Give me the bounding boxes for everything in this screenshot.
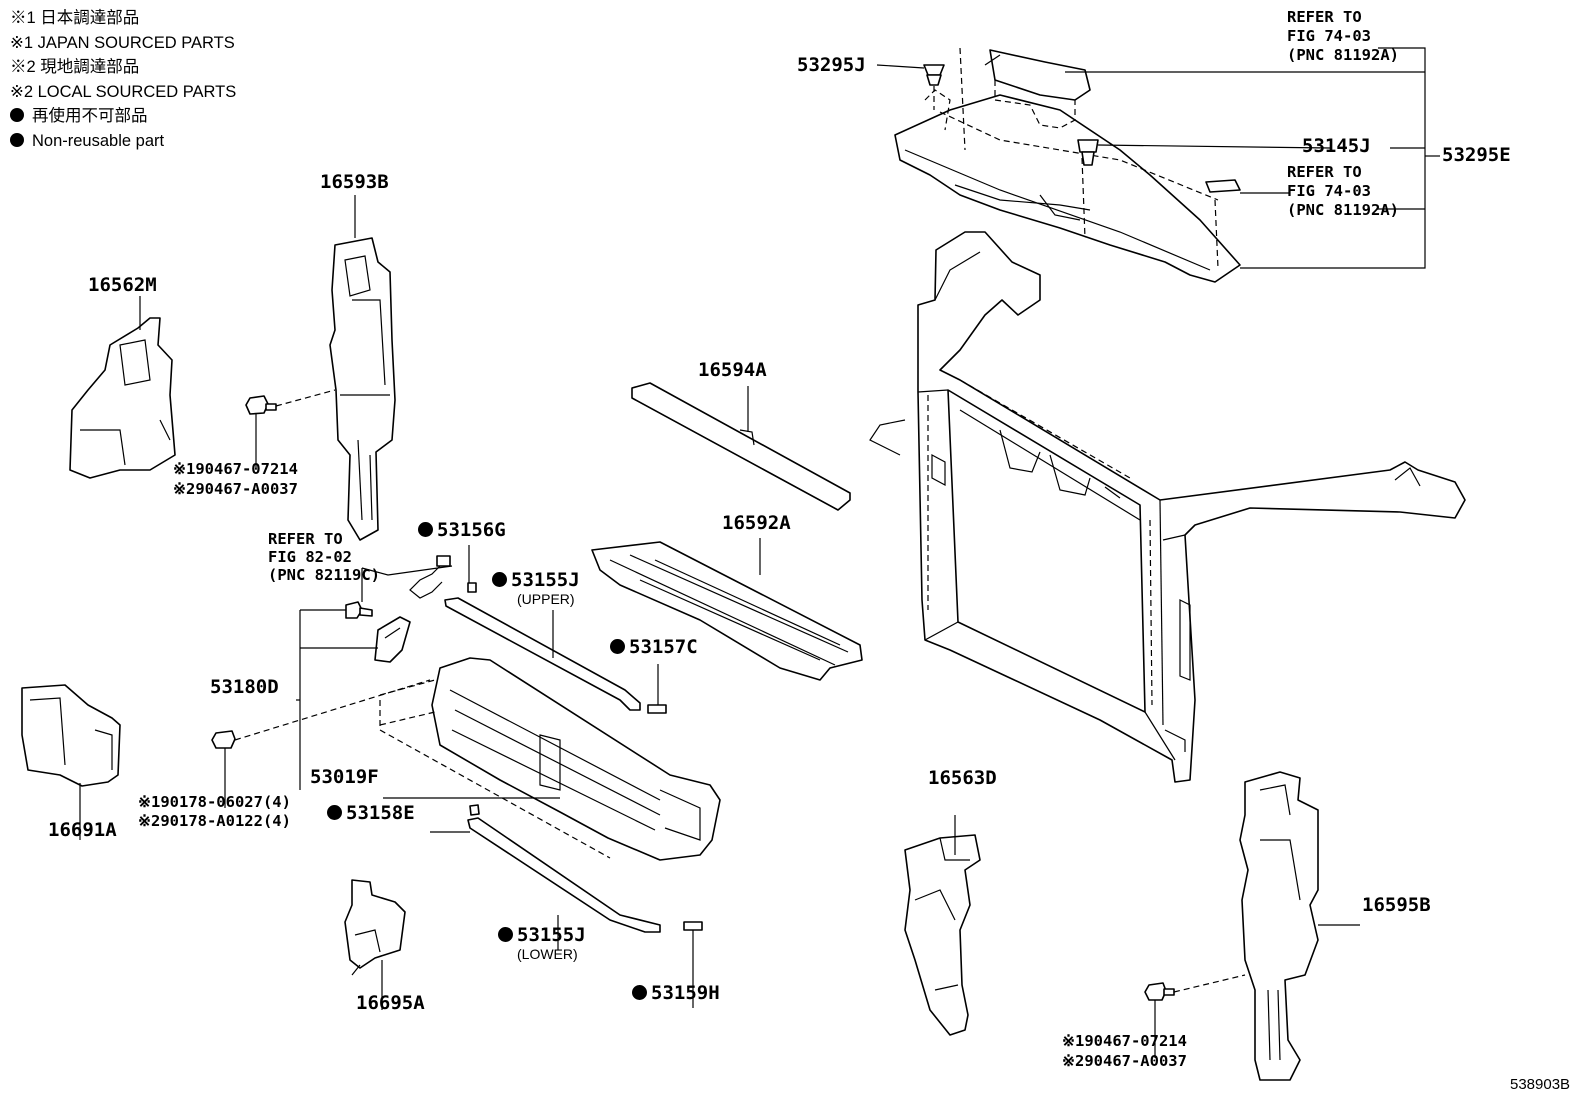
label-bolt-b2: ※290178-A0122(4) — [138, 812, 291, 830]
label-53180d: 53180D — [210, 676, 279, 698]
ref-left-line2: FIG 82-02 — [268, 548, 352, 566]
label-16695a: 16695A — [356, 992, 425, 1014]
seal-16691a-shape — [21, 684, 121, 787]
label-53157c-text: 53157C — [629, 636, 698, 658]
label-53158e-text: 53158E — [346, 802, 415, 824]
label-16563d: 16563D — [928, 767, 997, 789]
legend-nonreusable-en-row: Non-reusable part — [10, 129, 236, 154]
legend-japan-en: ※1 JAPAN SOURCED PARTS — [10, 33, 235, 52]
non-reusable-dot-icon — [10, 108, 24, 123]
bolt-left-lower-shape — [211, 679, 431, 749]
non-reusable-dot-icon — [632, 985, 647, 1000]
label-53295j: 53295J — [797, 54, 866, 76]
legend-japan-jp: ※1 日本調達部品 — [10, 9, 140, 27]
seal-16695a-shape — [344, 879, 406, 976]
figure-id: 538903B — [1510, 1076, 1571, 1093]
label-53159h-text: 53159H — [651, 982, 720, 1004]
label-53157c: 53157C — [610, 637, 698, 658]
label-53155j-lower-text: 53155J — [517, 924, 586, 946]
label-53155j-lower: 53155J — [498, 925, 586, 946]
seal-53157c-shape — [647, 704, 667, 714]
label-bolt-a1: ※190467-07214 — [173, 460, 298, 478]
legend-local-en: ※2 LOCAL SOURCED PARTS — [10, 82, 237, 101]
panel-16592a-shape — [591, 541, 863, 681]
legend-nonreusable-jp: 再使用不可部品 — [32, 107, 148, 126]
ref-top-line2: FIG 74-03 — [1287, 27, 1371, 45]
bar-16594a-shape — [631, 382, 851, 511]
shutter-53019f-shape — [379, 657, 721, 861]
radiator-upper-seal — [894, 47, 1241, 283]
label-16594a: 16594A — [698, 359, 767, 381]
ref-seal-piece — [1205, 179, 1241, 193]
clip-53295j-shape — [923, 64, 945, 110]
shroud-16595b-shape — [1239, 771, 1319, 1081]
label-bolt-c2: ※290467-A0037 — [1062, 1052, 1187, 1070]
label-53156g: 53156G — [418, 520, 506, 541]
label-16595b: 16595B — [1362, 894, 1431, 916]
label-16593b: 16593B — [320, 171, 389, 193]
legend-local-jp: ※2 現地調達部品 — [10, 58, 140, 77]
seal-53159h-shape — [683, 921, 703, 931]
label-53156g-text: 53156G — [437, 519, 506, 541]
clip-53145j-shape — [1077, 139, 1099, 166]
bolt-left-upper-shape — [245, 389, 336, 415]
leader-lines — [79, 47, 1440, 1058]
non-reusable-dot-icon — [610, 639, 625, 654]
seal-upper-shape — [444, 597, 641, 711]
label-bolt-c1: ※190467-07214 — [1062, 1032, 1187, 1050]
non-reusable-dot-icon — [498, 927, 513, 942]
label-53158e: 53158E — [327, 803, 415, 824]
label-53145j: 53145J — [1302, 135, 1371, 157]
clip-53156g-shape — [467, 582, 477, 593]
seal-lower-shape — [467, 817, 661, 933]
shroud-16563d-shape — [904, 834, 981, 1036]
ref-left-line3: (PNC 82119C) — [268, 566, 380, 584]
shroud-16562m-shape — [69, 317, 176, 479]
ref-left-line1: REFER TO — [268, 530, 343, 548]
bolt-right-shape — [1144, 974, 1246, 1001]
label-53155j-upper: 53155J — [492, 570, 580, 591]
harness-shape — [409, 555, 451, 599]
label-53019f: 53019F — [310, 766, 379, 788]
label-bolt-b1: ※190178-06027(4) — [138, 793, 291, 811]
non-reusable-dot-icon — [492, 572, 507, 587]
ref-mid-line1: REFER TO — [1287, 163, 1362, 181]
label-53159h: 53159H — [632, 983, 720, 1004]
non-reusable-dot-icon — [327, 805, 342, 820]
label-bolt-a2: ※290467-A0037 — [173, 480, 298, 498]
shroud-16593b-shape — [329, 237, 396, 541]
radiator-support-frame — [869, 231, 1466, 783]
label-16592a: 16592A — [722, 512, 791, 534]
clip-53158e-shape — [469, 804, 480, 816]
label-lower: (LOWER) — [517, 946, 578, 962]
label-16691a: 16691A — [48, 819, 117, 841]
label-53295e: 53295E — [1442, 144, 1511, 166]
legend: ※1 日本調達部品 ※1 JAPAN SOURCED PARTS ※2 現地調達… — [10, 6, 236, 154]
ref-top-line3: (PNC 81192A) — [1287, 46, 1399, 64]
non-reusable-dot-icon — [10, 132, 24, 147]
label-53155j-upper-text: 53155J — [511, 569, 580, 591]
legend-nonreusable-jp-row: 再使用不可部品 — [10, 104, 236, 129]
ref-mid-line3: (PNC 81192A) — [1287, 201, 1399, 219]
non-reusable-dot-icon — [418, 522, 433, 537]
bracket-53180d-shape — [345, 601, 411, 663]
ref-mid-line2: FIG 74-03 — [1287, 182, 1371, 200]
label-upper: (UPPER) — [517, 591, 575, 607]
ref-top-line1: REFER TO — [1287, 8, 1362, 26]
legend-nonreusable-en: Non-reusable part — [32, 131, 165, 150]
label-16562m: 16562M — [88, 274, 157, 296]
